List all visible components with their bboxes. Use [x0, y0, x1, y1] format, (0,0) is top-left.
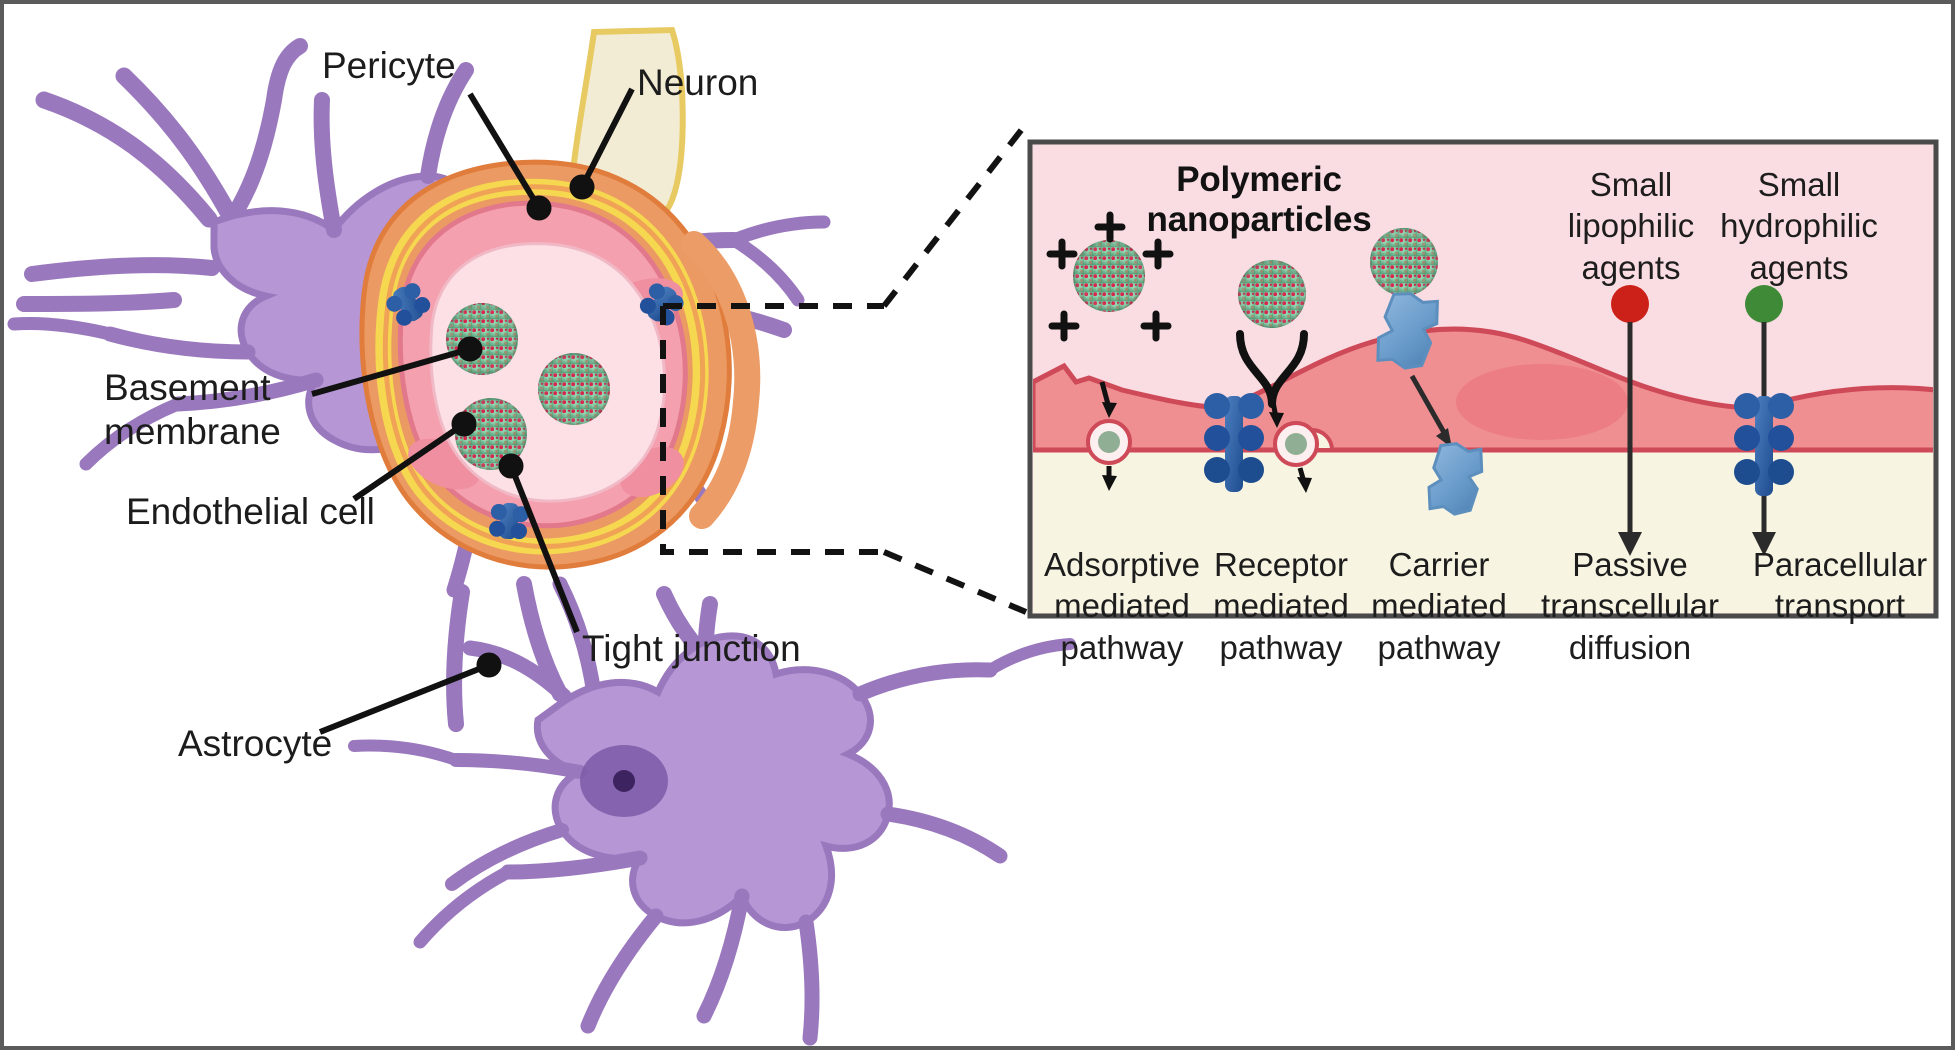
passive-diffusion-graphic [1611, 285, 1649, 556]
leader-lines [311, 87, 635, 735]
label-astrocyte: Astrocyte [178, 723, 333, 764]
label-neuron: Neuron [637, 62, 759, 103]
inset-title-polymeric-nanoparticles: Polymeric nanoparticles [1146, 160, 1372, 239]
carrier-protein-top [1376, 292, 1439, 370]
label-receptor-mediated-pathway: Receptor mediated pathway [1213, 546, 1349, 666]
inset-connector [881, 122, 1029, 615]
tight-junction-markers [386, 283, 684, 540]
label-small-hydrophilic-agents: Small hydrophilic agents [1720, 166, 1878, 286]
capillary-cross-section [359, 159, 884, 570]
label-endothelial-cell: Endothelial cell [126, 491, 375, 532]
label-basement-membrane: Basement membrane [104, 367, 281, 452]
nanoparticle-group-lumen [446, 303, 610, 470]
inset-panel [1027, 139, 1939, 619]
charge-plus-signs [1046, 211, 1174, 342]
receptor-pathway-graphic [1236, 260, 1319, 493]
label-small-lipophilic-agents: Small lipophilic agents [1567, 166, 1695, 286]
label-carrier-mediated-pathway: Carrier mediated pathway [1371, 546, 1507, 666]
label-tight-junction: Tight junction [582, 628, 801, 669]
adsorptive-pathway-graphic [1046, 211, 1174, 491]
endothelial-nucleus-inset [1456, 364, 1628, 440]
tight-junction-inset-left [1204, 393, 1264, 492]
label-passive-transcellular-diffusion: Passive transcellular diffusion [1541, 546, 1719, 666]
hydrophilic-agent-dot [1745, 285, 1783, 323]
lipophilic-agent-dot [1611, 285, 1649, 323]
illustration-layer [7, 26, 1939, 1046]
carrier-protein-bottom [1427, 442, 1484, 516]
inset-selection-box [660, 303, 884, 555]
label-pericyte: Pericyte [322, 45, 456, 86]
label-paracellular-transport: Paracellular transport [1752, 546, 1928, 625]
tight-junction-inset-right [1734, 393, 1794, 496]
carrier-pathway-graphic [1370, 228, 1484, 516]
label-adsorptive-mediated-pathway: Adsorptive mediated pathway [1044, 546, 1200, 666]
